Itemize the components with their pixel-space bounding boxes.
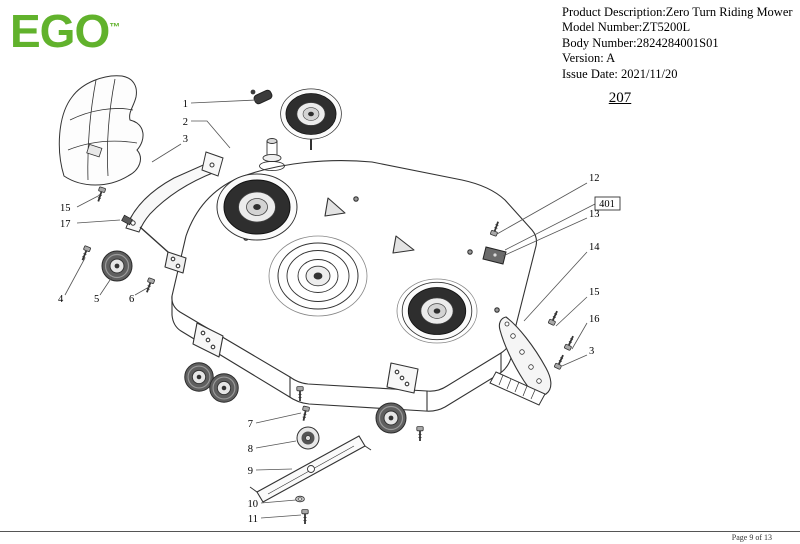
body-number: Body Number:2824284001S01	[562, 35, 719, 50]
callout-label: 9	[248, 466, 253, 477]
callout: 17	[60, 219, 121, 230]
callout-label: 6	[129, 294, 134, 305]
callout: 8	[248, 440, 297, 455]
callout-label: 3	[589, 346, 594, 357]
pulley-assembly-top	[250, 88, 342, 150]
leader-line	[523, 251, 588, 322]
callout: 2	[183, 117, 231, 149]
leader-line	[190, 99, 257, 104]
leader-line	[502, 217, 588, 257]
footer-divider	[0, 531, 800, 532]
clip-part-17	[121, 214, 133, 226]
callout-label: 12	[589, 173, 600, 184]
right-chute-parts	[482, 219, 577, 406]
callout: 1	[183, 99, 257, 110]
callout: 15	[555, 287, 600, 327]
callout: 11	[248, 514, 302, 525]
discharge-cover	[58, 75, 144, 186]
model-number: Model Number:ZT5200L	[562, 20, 691, 35]
mower-blade	[249, 435, 372, 503]
leader-line	[260, 499, 297, 504]
diagram-number: 207	[608, 90, 632, 106]
callout-label: 5	[94, 294, 99, 305]
callout-label: 15	[589, 287, 600, 298]
callout-label: 2	[183, 117, 188, 128]
leader-line	[64, 257, 86, 296]
leader-line	[260, 514, 302, 519]
callout: 10	[248, 499, 297, 510]
leader-line	[496, 182, 588, 235]
leader-line	[99, 276, 113, 296]
trademark-symbol: ™	[109, 21, 121, 34]
callout-label: 17	[60, 219, 71, 230]
callout-label: 13	[589, 209, 600, 220]
callout-label: 16	[589, 314, 600, 325]
ribbed-foot	[489, 371, 546, 406]
callouts: 1 2 3 15 17 4	[58, 99, 621, 525]
leader-line	[134, 286, 150, 296]
callout: 13	[502, 209, 600, 257]
callout-label: 14	[589, 242, 600, 253]
callout: 401	[504, 196, 621, 251]
leader-line	[255, 412, 302, 424]
callout-label: 15	[60, 203, 71, 214]
callout: 9	[248, 466, 293, 477]
support-arm	[125, 151, 224, 253]
callout: 4	[58, 257, 86, 305]
callout-label: 1	[183, 99, 188, 110]
spindle-pulley-left	[216, 173, 298, 241]
callout-label: 7	[248, 419, 253, 430]
bracket-13	[482, 246, 507, 265]
leader-line	[76, 219, 121, 224]
callout-label: 10	[248, 499, 259, 510]
spindle-pulley-middle	[277, 242, 359, 310]
callout: 6	[129, 286, 150, 305]
spindle-shaft	[259, 138, 285, 172]
leader-line	[76, 194, 101, 208]
callout: 7	[248, 412, 302, 430]
callout: 3	[151, 134, 188, 163]
product-description: Product Description:Zero Turn Riding Mow…	[562, 5, 793, 19]
leader-line	[255, 440, 297, 449]
callout-label: 11	[248, 514, 258, 525]
callout-label: 401	[599, 199, 615, 210]
callout: 14	[523, 242, 600, 322]
issue-date: Issue Date: 2021/11/20	[562, 66, 678, 81]
leader-line	[561, 354, 588, 367]
ego-logo-text: EGO	[10, 5, 110, 57]
callout: 15	[60, 194, 101, 214]
callout: 5	[94, 276, 113, 305]
callout: 16	[571, 314, 600, 350]
version: Version: A	[562, 51, 616, 66]
leader-line	[504, 203, 596, 251]
footer-page-info: Page 9 of 13	[731, 533, 772, 542]
blade-assembly	[249, 405, 372, 525]
callout-label: 8	[248, 444, 253, 455]
callout-box	[594, 196, 621, 211]
callout-label: 3	[183, 134, 188, 145]
leader-line	[151, 143, 182, 163]
leader-line	[255, 468, 293, 471]
blade-adapter	[296, 426, 320, 450]
spindle-pulley-right	[401, 281, 473, 341]
product-info-block: Product Description:Zero Turn Riding Mow…	[562, 5, 793, 82]
leader-line	[571, 322, 588, 350]
callout: 12	[496, 173, 600, 235]
callout-label: 4	[58, 294, 64, 305]
leader-line	[191, 120, 231, 149]
leader-line	[555, 296, 588, 327]
ego-logo: EGO™	[10, 8, 120, 54]
callout: 3	[561, 346, 594, 367]
